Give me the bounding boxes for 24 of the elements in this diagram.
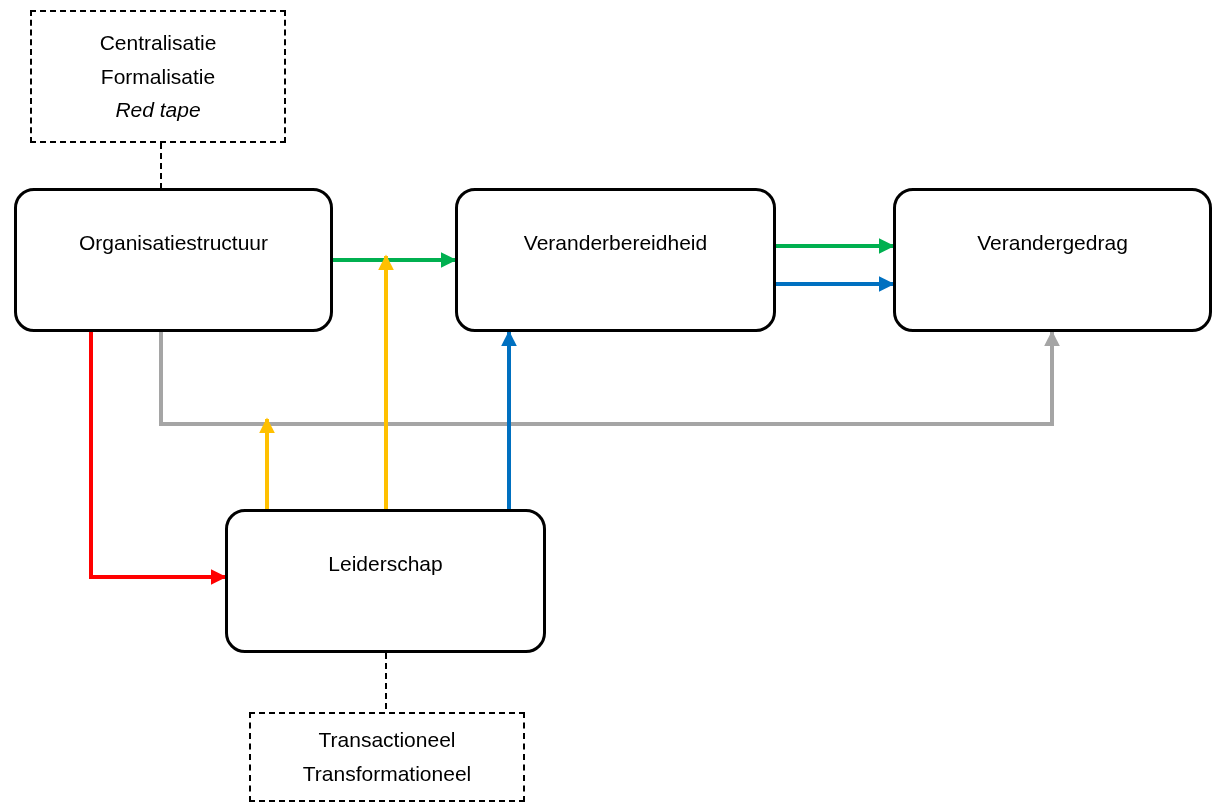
box-label: Organisatiestructuur [78, 231, 269, 255]
process-box [14, 188, 333, 332]
dashed-connector [160, 142, 162, 189]
arrow [159, 330, 1060, 426]
process-box [455, 188, 776, 332]
process-box [225, 509, 546, 653]
note-text: Transformationeel [302, 761, 472, 787]
arrow [378, 254, 394, 509]
arrow [259, 417, 275, 509]
arrow [333, 252, 457, 268]
note-text: Centralisatie [99, 30, 217, 57]
process-box [893, 188, 1212, 332]
note-box [30, 10, 286, 143]
note-box [249, 712, 525, 802]
arrow [89, 332, 227, 585]
box-label: Leiderschap [328, 552, 443, 576]
note-text: Formalisatie [100, 63, 216, 90]
arrow [776, 276, 895, 292]
arrow [501, 330, 517, 509]
note-text: Transactioneel [318, 727, 456, 754]
box-label: Veranderbereidheid [523, 231, 708, 255]
note-text: Red tape [115, 97, 201, 124]
box-label: Verandergedrag [977, 231, 1128, 255]
arrow [776, 238, 895, 254]
